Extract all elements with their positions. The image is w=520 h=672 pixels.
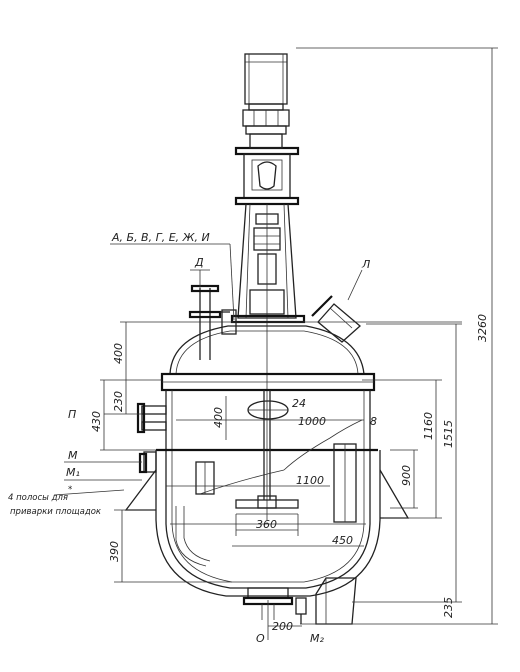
note-line1: 4 полосы для <box>8 493 68 503</box>
support-stand <box>230 203 306 520</box>
dim-400-mid: 400 <box>212 407 225 428</box>
gearbox <box>234 109 300 206</box>
dim-8: 8 <box>370 415 377 428</box>
top-head <box>169 321 365 375</box>
dim-1160: 1160 <box>422 412 435 440</box>
inner-element <box>195 461 215 495</box>
label-o: О <box>256 632 265 645</box>
coil <box>175 506 211 567</box>
motor <box>244 53 288 111</box>
label-p: П <box>68 408 76 421</box>
nozzle-m <box>138 451 157 474</box>
dim-1000: 1000 <box>298 415 326 428</box>
dim-24: 24 <box>292 397 306 410</box>
body-flange <box>160 372 376 392</box>
dimension-lines <box>53 47 498 640</box>
label-m1: М₁ <box>66 466 80 479</box>
dim-360: 360 <box>256 518 277 531</box>
nozzle-p <box>136 402 167 434</box>
dim-230: 230 <box>112 391 125 412</box>
nozzle-d <box>188 284 237 360</box>
dim-235: 235 <box>442 597 455 618</box>
leaders <box>110 243 363 321</box>
dim-450: 450 <box>332 534 353 547</box>
note-line2: приварки площадок <box>10 507 102 517</box>
dim-1100: 1100 <box>296 474 324 487</box>
dim-390: 390 <box>108 541 121 562</box>
label-l: Л <box>361 258 370 271</box>
dim-200: 200 <box>272 620 293 633</box>
label-m2: М₂ <box>310 632 324 645</box>
note-asterisk: * <box>68 485 72 495</box>
label-nozzles: А, Б, В, Г, Е, Ж, И <box>111 231 210 244</box>
agitator <box>235 390 299 515</box>
sight-glass <box>247 400 289 420</box>
bottom-outlet <box>242 587 307 624</box>
nozzle-l <box>311 295 361 343</box>
baffle <box>333 443 357 523</box>
dim-900: 900 <box>400 465 413 486</box>
label-m: М <box>68 449 78 462</box>
dim-3260: 3260 <box>476 314 489 342</box>
dim-1515: 1515 <box>442 420 455 448</box>
label-d: Д <box>194 256 204 269</box>
support-leg <box>315 577 357 625</box>
dim-400-top: 400 <box>112 343 125 364</box>
dim-430: 430 <box>90 411 103 432</box>
